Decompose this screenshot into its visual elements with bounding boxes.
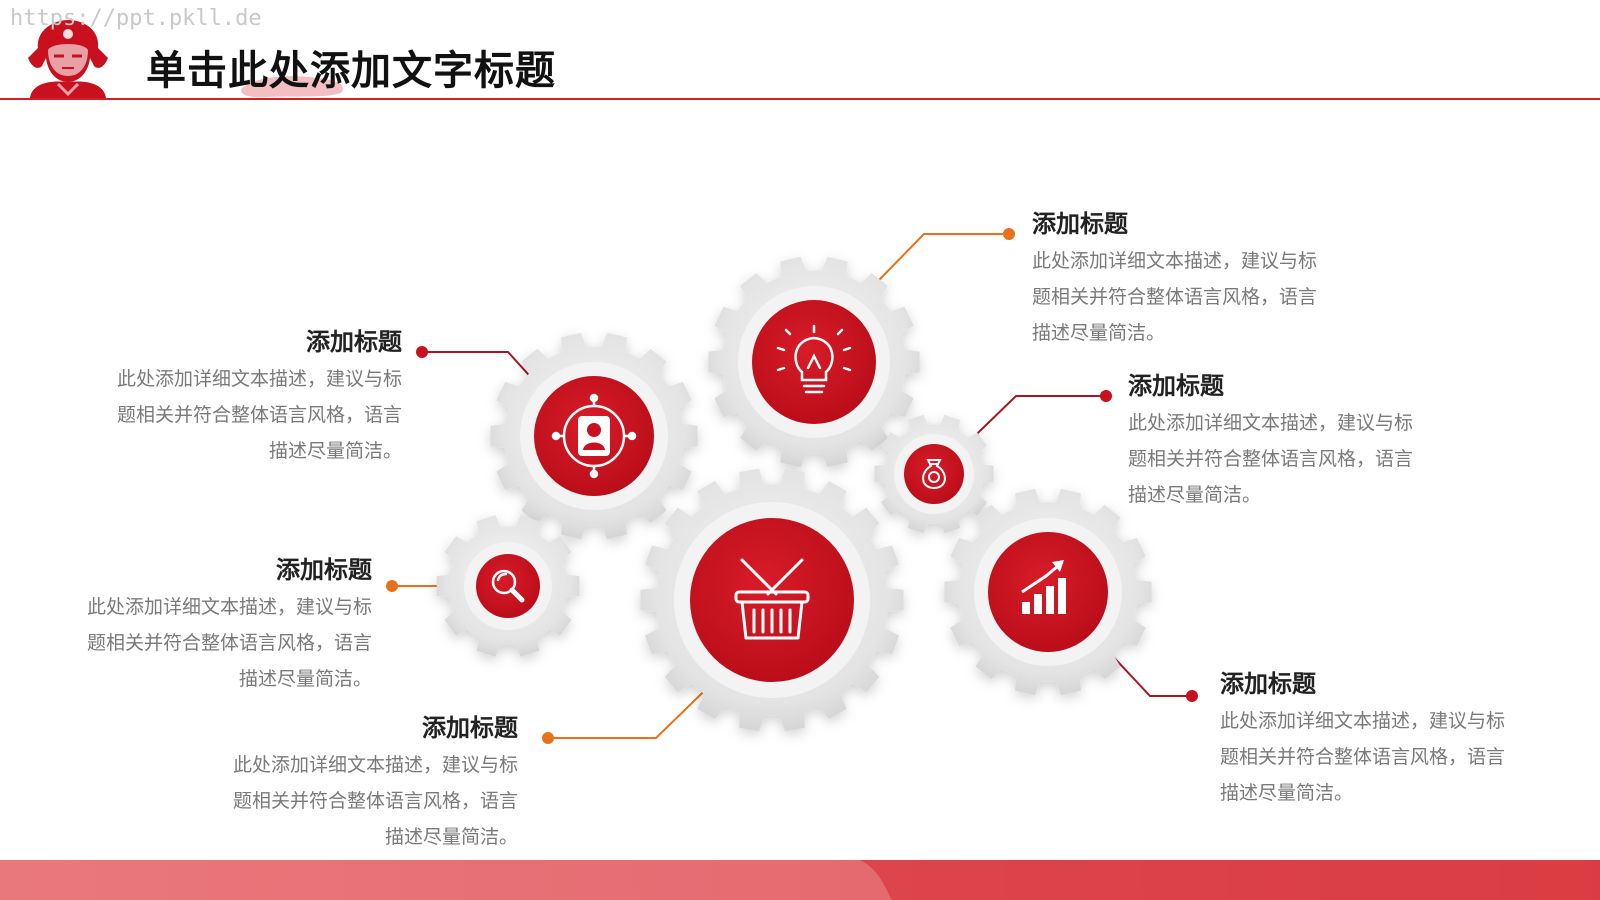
gear-search — [436, 515, 580, 657]
text-block-right-top: 添加标题 此处添加详细文本描述，建议与标 题相关并符合整体语言风格，语言 描述尽… — [1032, 204, 1362, 351]
block-heading[interactable]: 添加标题 — [306, 328, 402, 356]
block-heading[interactable]: 添加标题 — [1128, 372, 1224, 400]
block-body[interactable]: 此处添加详细文本描述，建议与标 题相关并符合整体语言风格，语言 描述尽量简洁。 — [232, 754, 518, 848]
text-block-left-mid: 添加标题 此处添加详细文本描述，建议与标 题相关并符合整体语言风格，语言 描述尽… — [42, 550, 372, 697]
block-heading[interactable]: 添加标题 — [422, 714, 518, 742]
block-body[interactable]: 此处添加详细文本描述，建议与标 题相关并符合整体语言风格，语言 描述尽量简洁。 — [1032, 250, 1318, 344]
block-body[interactable]: 此处添加详细文本描述，建议与标 题相关并符合整体语言风格，语言 描述尽量简洁。 — [116, 368, 402, 462]
lightbulb-icon — [776, 324, 852, 394]
slide-title[interactable]: 单击此处添加文字标题 — [146, 48, 556, 94]
person-target-icon — [551, 393, 637, 479]
gear-shapes — [436, 256, 1152, 732]
block-heading[interactable]: 添加标题 — [1220, 670, 1316, 698]
basket-icon — [734, 558, 810, 640]
text-block-left-bottom: 添加标题 此处添加详细文本描述，建议与标 题相关并符合整体语言风格，语言 描述尽… — [188, 708, 518, 855]
text-block-right-bottom: 添加标题 此处添加详细文本描述，建议与标 题相关并符合整体语言风格，语言 描述尽… — [1220, 664, 1550, 811]
soldier-portrait-logo-icon — [28, 20, 108, 98]
gear-red-disc — [904, 444, 964, 504]
title-underline — [0, 98, 1600, 100]
gear-red-disc — [752, 300, 876, 424]
block-body[interactable]: 此处添加详细文本描述，建议与标 题相关并符合整体语言风格，语言 描述尽量简洁。 — [1220, 710, 1506, 804]
block-heading[interactable]: 添加标题 — [1032, 210, 1128, 238]
gear-red-disc — [476, 554, 540, 618]
gear-basket — [640, 468, 904, 732]
connector-dots — [386, 228, 1198, 744]
search-icon — [491, 569, 525, 603]
text-block-right-mid: 添加标题 此处添加详细文本描述，建议与标 题相关并符合整体语言风格，语言 描述尽… — [1128, 366, 1458, 513]
block-heading[interactable]: 添加标题 — [276, 556, 372, 584]
text-block-left-top: 添加标题 此处添加详细文本描述，建议与标 题相关并符合整体语言风格，语言 描述尽… — [72, 322, 402, 469]
money-bag-icon — [922, 459, 946, 490]
watermark-url: https://ppt.pkll.de — [10, 6, 262, 31]
gear-red-disc — [690, 518, 854, 682]
growth-chart-icon — [1021, 560, 1066, 614]
block-body[interactable]: 此处添加详细文本描述，建议与标 题相关并符合整体语言风格，语言 描述尽量简洁。 — [1128, 412, 1414, 506]
footer-band — [0, 860, 1600, 900]
gear-money — [874, 414, 994, 534]
gear-bulb — [708, 256, 920, 468]
block-body[interactable]: 此处添加详细文本描述，建议与标 题相关并符合整体语言风格，语言 描述尽量简洁。 — [86, 596, 372, 690]
brush-stroke-decoration — [241, 76, 343, 98]
